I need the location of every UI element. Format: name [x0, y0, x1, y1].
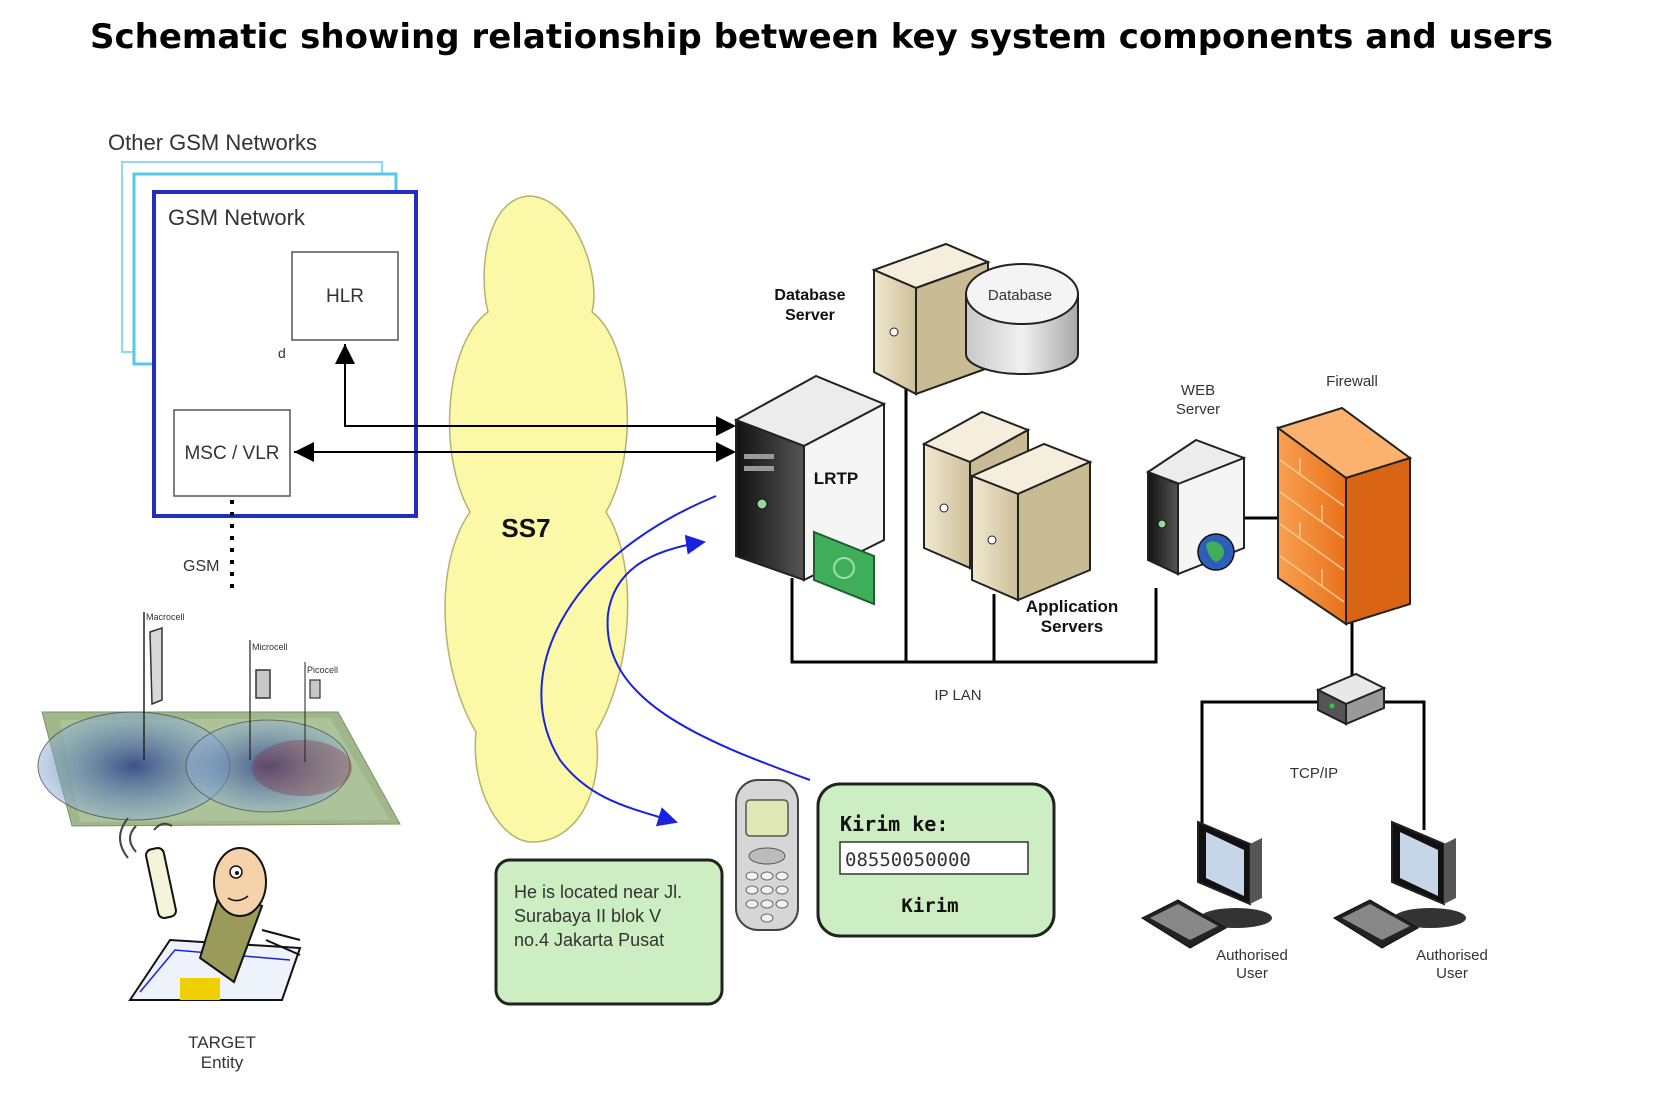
- lrtp-card-icon: [813, 530, 875, 606]
- lrtp-server-icon: [733, 374, 887, 606]
- target-label-line2: Entity: [201, 1053, 244, 1072]
- page-title: Schematic showing relationship between k…: [90, 17, 1553, 57]
- database-server-label-line1: Database: [774, 287, 845, 304]
- ip-lan-lines: [790, 380, 1426, 830]
- workstation-icon: [1140, 820, 1272, 949]
- database-icon: [965, 263, 1079, 375]
- msc-vlr-box: [173, 409, 291, 497]
- target-phone-icon: [145, 847, 177, 919]
- target-person-icon: [119, 817, 302, 1001]
- authorised-user-label-line2: User: [1236, 965, 1268, 982]
- microcell-label: Microcell: [252, 642, 288, 652]
- msc-vlr-label: MSC / VLR: [184, 443, 279, 464]
- sms-send-panel: Kirim ke: 08550050000 Kirim: [816, 782, 1056, 938]
- reply-message-panel: He is located near Jl. Surabaya II blok …: [494, 858, 724, 1006]
- ss7-cloud: [444, 195, 629, 843]
- picocell-tower-icon: [309, 679, 321, 699]
- reply-line-3: no.4 Jakarta Pusat: [514, 930, 664, 950]
- hlr-box: [291, 251, 399, 341]
- picocell-label: Picocell: [307, 665, 338, 675]
- sms-flow-arrow-in: [606, 534, 811, 781]
- phone-number-field[interactable]: [839, 841, 1029, 875]
- reply-line-2: Surabaya II blok V: [514, 906, 661, 926]
- tcp-ip-label: TCP/IP: [1290, 765, 1338, 782]
- microcell-tower-icon: [255, 669, 271, 699]
- mobile-phone-icon: [735, 779, 799, 931]
- lrtp-label: LRTP: [814, 469, 858, 488]
- small-d-label: d: [278, 345, 286, 361]
- firewall-icon: [1275, 406, 1413, 626]
- authorised-user-label-line1: Authorised: [1216, 947, 1288, 964]
- web-server-label-line1: WEB: [1181, 382, 1215, 399]
- firewall-label: Firewall: [1326, 373, 1378, 390]
- database-server-label-line2: Server: [785, 307, 835, 324]
- web-server-icon: [1145, 438, 1247, 576]
- kirim-button[interactable]: Kirim: [901, 895, 958, 917]
- other-gsm-networks-label: Other GSM Networks: [108, 130, 317, 155]
- authorised-user-label-line2: User: [1436, 965, 1468, 982]
- router-icon: [1315, 672, 1387, 726]
- web-server-label-line2: Server: [1176, 401, 1220, 418]
- sms-flow-arrow-out: [540, 495, 717, 827]
- authorised-user-label-line1: Authorised: [1416, 947, 1488, 964]
- ip-lan-label: IP LAN: [934, 687, 981, 704]
- application-servers-label-line2: Servers: [1041, 617, 1103, 636]
- application-servers-label-line1: Application: [1026, 597, 1119, 616]
- workstation-icon: [1332, 820, 1466, 949]
- sms-heading: Kirim ke:: [840, 812, 948, 836]
- hlr-label: HLR: [326, 286, 364, 307]
- macrocell-tower-icon: [149, 626, 163, 706]
- gsm-link-label: GSM: [183, 558, 219, 575]
- gsm-network: GSM Network HLR d MSC / VLR: [152, 190, 418, 518]
- reply-line-1: He is located near Jl.: [514, 882, 682, 902]
- database-label: Database: [988, 287, 1052, 304]
- macrocell-label: Macrocell: [146, 612, 185, 622]
- phone-number-value: 08550050000: [845, 849, 971, 871]
- application-servers-icon: [921, 410, 1093, 602]
- ss7-label: SS7: [501, 513, 550, 543]
- gsm-network-label: GSM Network: [168, 205, 306, 230]
- cell-coverage-map: Macrocell Microcell Picocell: [37, 612, 401, 827]
- target-label-line1: TARGET: [188, 1033, 256, 1052]
